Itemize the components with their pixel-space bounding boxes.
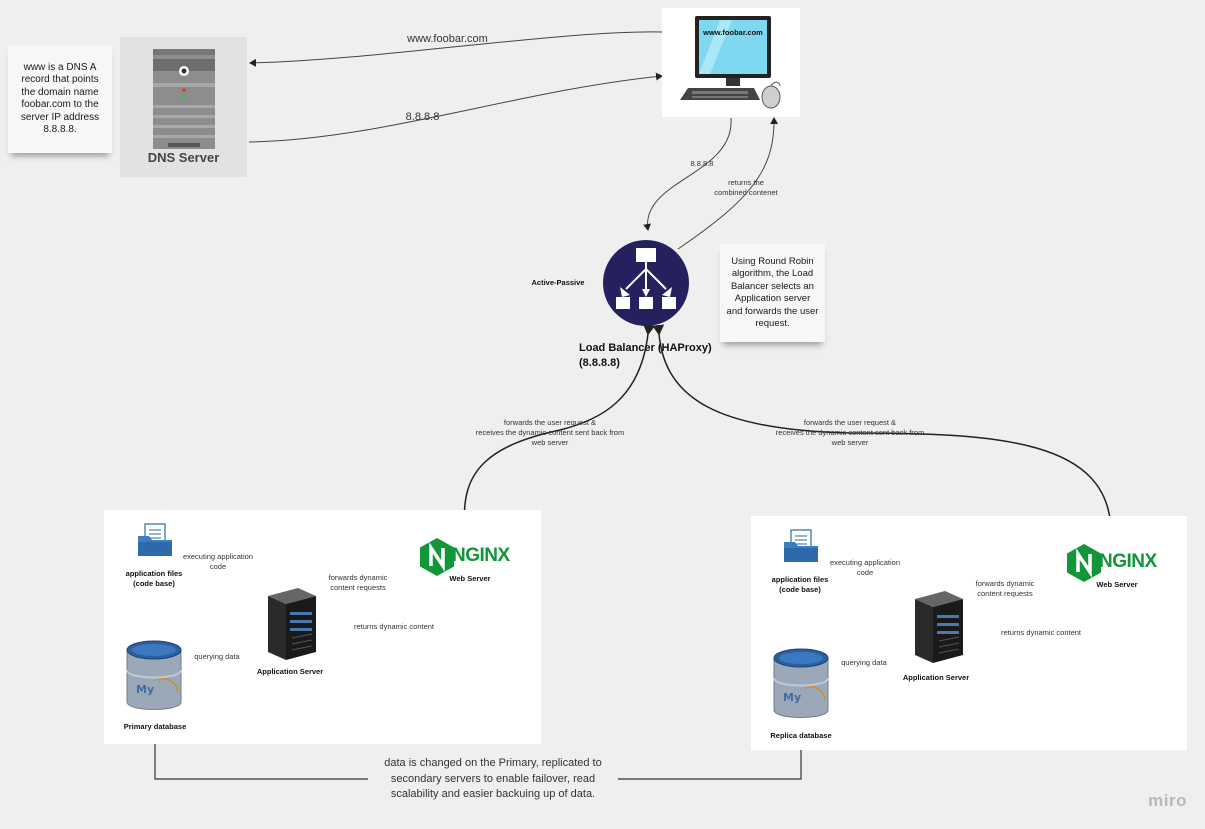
forwards-dynamic-label: forwards dynamic content requests [975,579,1035,598]
label-forwards-left: forwards the user request & receives the… [475,418,625,447]
mysql-database-icon: My [126,640,182,710]
folder-icon [784,529,818,562]
web-server: NGINX Web Server [417,537,517,587]
app-server-label: Application Server [902,673,970,682]
label-ip-small: 8.8.8.8 [690,159,714,168]
web-server-label: Web Server [1096,580,1138,589]
web-server-label: Web Server [449,574,491,583]
arrow-client-to-lb [643,117,732,231]
load-balancer [602,239,690,327]
nginx-wordmark: NGINX [452,545,510,566]
mysql-database-icon: My [773,648,829,718]
folder-icon [138,523,172,556]
app-files-label: application files (code base) [125,569,183,588]
svg-text:My: My [136,683,154,696]
brand-watermark: miro [1148,791,1187,810]
nginx-logo-icon [420,538,454,576]
dns-server-label: DNS Server [147,150,220,165]
label-www: www.foobar.com [407,33,488,45]
label-forwards-right: forwards the user request & receives the… [775,418,925,447]
lb-label: Load Balancer (HAProxy) (8.8.8.8) [579,342,712,369]
forwards-dynamic-label: forwards dynamic content requests [328,573,388,592]
dns-server-icon [153,49,215,149]
db-label: Replica database [770,731,832,740]
exec-code-label: executing application code [182,552,254,571]
svg-text:My: My [783,691,801,704]
replication-note: data is changed on the Primary, replicat… [368,756,618,803]
exec-code-label: executing application code [829,558,901,577]
label-returns-combined: returns the combined contenet [714,178,778,197]
app-files-label: application files (code base) [771,575,829,594]
dns-server: DNS Server [120,37,247,177]
querying-label: querying data [841,658,887,667]
replication-text: data is changed on the Primary, replicat… [384,757,602,800]
computer-icon [680,16,781,109]
label-ip: 8.8.8.8 [405,111,440,123]
nginx-wordmark: NGINX [1099,551,1157,572]
client-computer: www.foobar.com [662,8,800,117]
web-server: NGINX Web Server [1064,543,1164,593]
dns-note: www is a DNS A record that points the do… [8,45,112,153]
db-label: Primary database [123,722,187,731]
round-robin-note: Using Round Robin algorithm, the Load Ba… [720,244,825,342]
nginx-logo-icon [1067,544,1101,582]
querying-label: querying data [194,652,240,661]
load-balancer-icon [603,240,689,326]
lb-mode: Active-Passive [531,278,585,287]
app-server-label: Application Server [256,667,324,676]
returns-dynamic-label: returns dynamic content [1000,628,1082,637]
arrow-dns-response [248,72,663,143]
round-robin-text: Using Round Robin algorithm, the Load Ba… [726,255,819,330]
client-screen-text: www.foobar.com [703,28,763,37]
returns-dynamic-label: returns dynamic content [353,622,435,631]
left-server-cluster: application files (code base) executing … [104,510,541,744]
right-server-cluster: application files (code base) executing … [751,516,1187,750]
app-server-icon [268,588,316,660]
dns-note-text: www is a DNS A record that points the do… [20,61,100,136]
app-server-icon [915,591,963,663]
